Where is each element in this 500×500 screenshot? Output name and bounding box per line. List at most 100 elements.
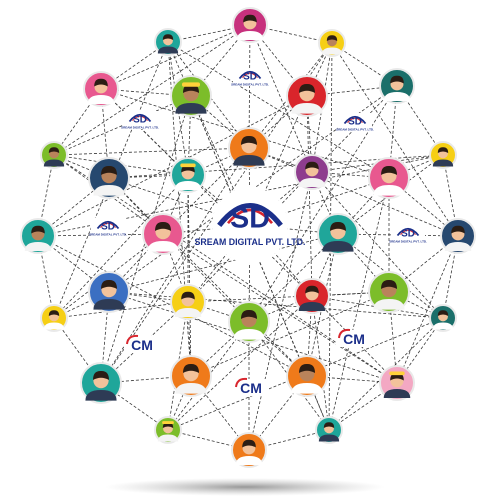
hub-connection-line [190,95,251,226]
person-body-icon [318,434,340,442]
connection-line [311,171,444,319]
person-hair-icon [48,147,60,154]
logo-swoosh-icon [217,202,283,228]
person-avatar-node [294,154,330,190]
sd-logo-mark: SD [101,221,115,232]
hat-icon [162,421,174,425]
connection-line [248,171,313,451]
person-body-icon [291,383,323,394]
person-hair-icon [299,83,315,93]
connection-line [53,301,189,319]
hub-connection-line [249,95,308,226]
person-avatar-node [40,304,68,332]
connection-line [442,154,459,237]
connection-line [442,235,459,319]
person-body-icon [444,241,472,251]
cm-swoosh-icon [235,377,248,388]
logo-background [336,330,372,347]
person-avatar-node [40,141,68,169]
connection-line [108,233,339,293]
connection-line [167,317,444,431]
person-body-icon [233,329,265,340]
person-hair-icon [242,439,256,448]
connection-line [167,295,313,431]
person-avatar-node [142,213,184,255]
connection-line [328,317,444,431]
person-avatar-node [20,218,56,254]
connection-line [328,177,390,431]
person-avatar-node [228,301,270,343]
cm-logo-mark: CM [240,380,262,396]
person-body-icon [383,91,411,101]
connection-line [248,147,459,237]
cm-logo: CM [338,328,365,347]
sd-logo-mark: SD [401,228,415,239]
person-avatar-node [379,365,415,401]
person-body-icon [175,383,207,394]
connection-line [53,174,189,319]
logo-swoosh-icon [96,220,120,230]
connection-line [187,174,192,377]
person-hair-icon [183,363,199,373]
connection-line [100,382,169,431]
cm-logo-mark: CM [343,331,365,347]
connection-line [167,24,251,43]
person-avatar-node [368,271,410,313]
person-hair-icon [162,34,174,41]
person-avatar-node [286,355,328,397]
person-hair-icon [93,370,109,380]
person-avatar-node [88,271,130,313]
person-hair-icon [48,310,60,317]
cm-logo: CM [126,334,153,353]
connection-line [53,233,164,319]
person-avatar-node [232,7,268,43]
person-hair-icon [381,279,397,289]
logo-swoosh-icon [128,113,152,123]
connection-line [167,429,250,451]
person-body-icon [236,30,264,40]
person-avatar-node [80,362,122,404]
person-body-icon [157,434,179,442]
sd-logo-mark: SD [243,71,257,82]
person-hair-icon [390,75,404,84]
logo-swoosh-accent-icon [226,208,274,225]
sd-logo-mark: SD [348,116,362,127]
connection-line [100,88,313,297]
hat-icon [389,371,405,376]
person-body-icon [373,299,405,310]
person-body-icon [147,241,179,252]
connection-line [37,235,55,319]
connection-line [396,235,459,384]
person-avatar-node [318,29,346,57]
connection-line [249,24,333,44]
person-avatar-node [170,355,212,397]
person-body-icon [432,322,454,330]
person-avatar-node [429,304,457,332]
connection-line [37,154,55,237]
person-body-icon [24,241,52,251]
connection-line [167,301,189,431]
person-hair-icon [155,221,171,231]
person-body-icon [298,301,326,311]
person-body-icon [321,47,343,55]
logo-background [124,336,160,353]
person-avatar-node [228,127,270,169]
connection-line [108,154,444,179]
person-body-icon [87,94,115,104]
person-hair-icon [101,279,117,289]
person-hair-icon [305,285,319,294]
person-hair-icon [326,35,338,42]
person-avatar-node [154,28,182,56]
person-avatar-node [170,75,212,117]
ground-shadow [105,478,385,496]
small-company-label: SREAM DIGITAL PVT. LTD. [231,82,269,86]
logo-background [233,379,269,396]
